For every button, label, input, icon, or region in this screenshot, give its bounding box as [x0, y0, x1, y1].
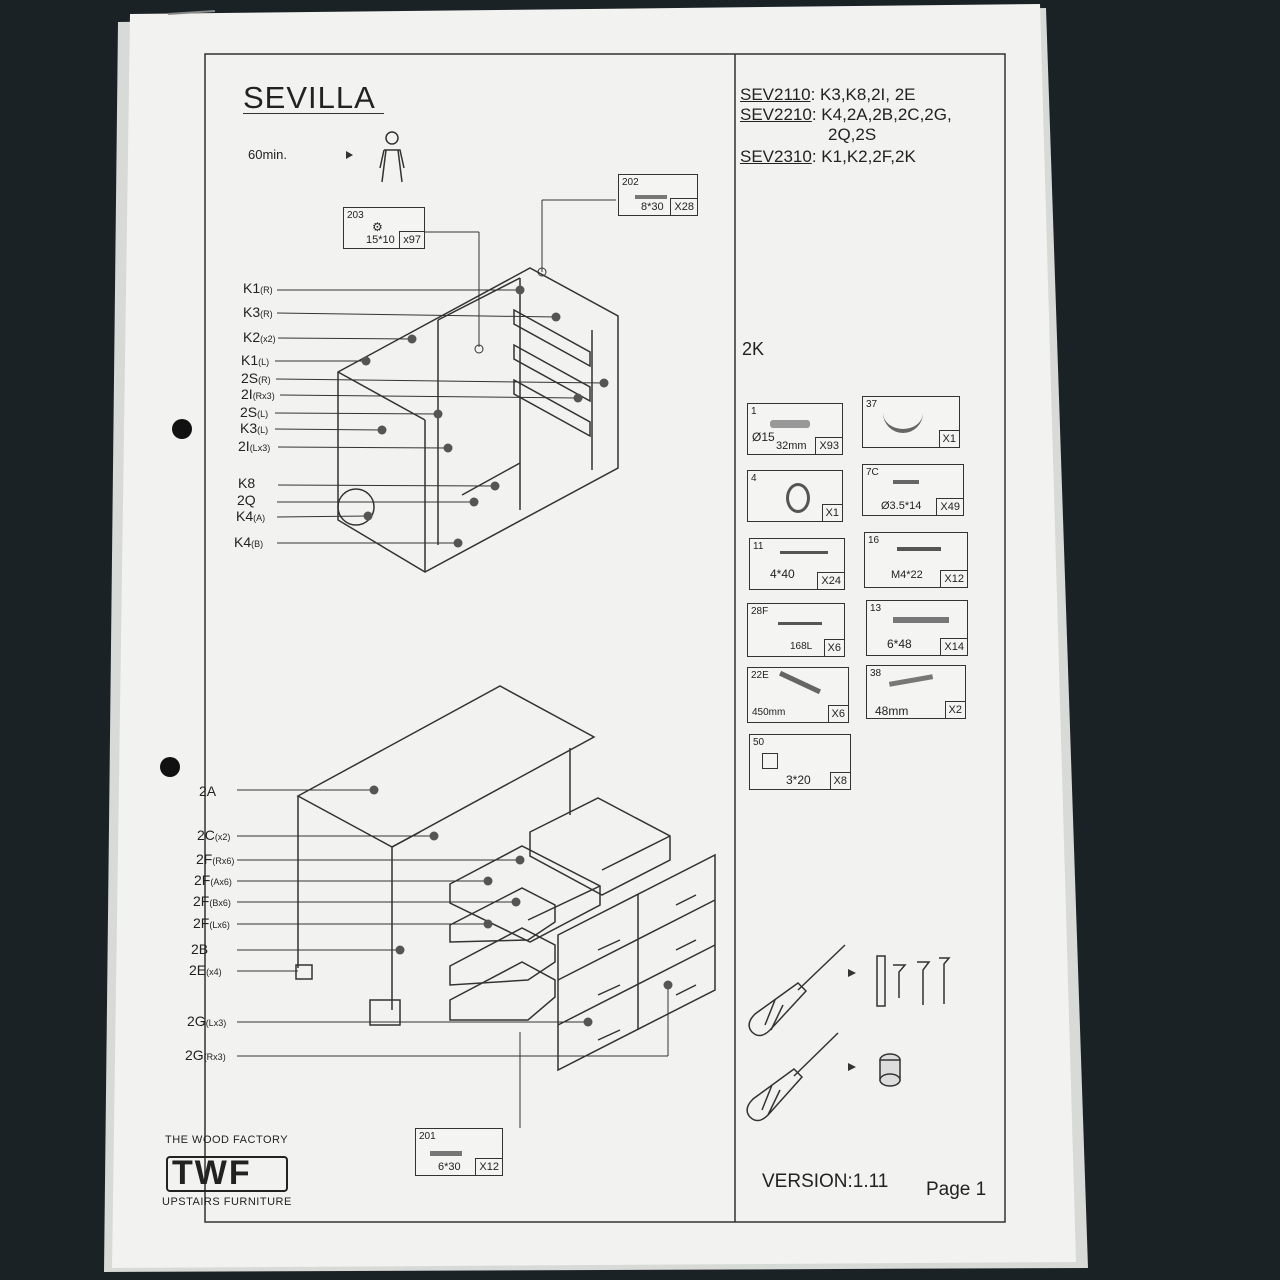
part-label: 2E(x4)	[189, 962, 222, 978]
top-part-dots	[361, 267, 609, 548]
connector-bolt-icon	[888, 674, 934, 687]
hardware-box: 37 X1	[862, 396, 960, 448]
hardware-box: 38 48mm X2	[866, 665, 966, 719]
twf-logo	[166, 1156, 288, 1192]
version-label: VERSION:1.11	[762, 1171, 889, 1192]
hardware-box: 13 6*48 X14	[866, 600, 968, 656]
hardware-box: 50 3*20 X8	[749, 734, 851, 790]
drawer-runner-icon	[779, 670, 821, 695]
hardware-box: 16 M4*22 X12	[864, 532, 968, 588]
hardware-box: 1 Ø15 32mm X93	[747, 403, 843, 455]
person-icon	[379, 131, 405, 183]
part-label: K2(x2)	[243, 329, 276, 345]
part-label: 2I(Lx3)	[238, 438, 271, 454]
part-label: 2G(Lx3)	[187, 1013, 227, 1029]
model-line: SEV2210: K4,2A,2B,2C,2G,	[740, 105, 952, 124]
dowel-icon	[635, 195, 667, 199]
part-label: K4(A)	[236, 508, 266, 524]
hardware-box: 28F 168L X6	[747, 603, 845, 657]
top-leader-lines	[274, 199, 616, 544]
curved-handle-icon	[883, 407, 923, 433]
bar-handle-icon	[778, 622, 822, 625]
punch-hole	[160, 757, 180, 777]
hardware-box: 4 X1	[747, 470, 843, 522]
part-label: K4(B)	[234, 534, 264, 550]
cam-lock-icon: ⚙	[372, 220, 383, 234]
part-label: 2G(Rx3)	[185, 1047, 226, 1063]
panel-label: 2K	[742, 339, 765, 359]
bottom-leader-lines	[237, 789, 669, 1128]
part-label: 2F(Rx6)	[196, 851, 235, 867]
part-label: 2B	[191, 941, 209, 957]
bottom-part-dots	[369, 785, 673, 1027]
model-line-cont: 2Q,2S	[828, 125, 877, 144]
model-line: SEV2110: K3,K8,2I, 2E	[740, 85, 916, 104]
callout-203: 203 ⚙ 15*10 x97	[343, 207, 425, 249]
punch-hole	[172, 419, 192, 439]
page-number: Page 1	[926, 1179, 987, 1200]
bracket-icon	[762, 753, 778, 769]
part-label: 2I(Rx3)	[241, 386, 275, 402]
machine-screw-icon	[897, 547, 941, 551]
part-label: K1(L)	[241, 352, 270, 368]
part-label: K3(L)	[240, 420, 269, 436]
assembly-time: 60min.	[248, 147, 288, 162]
part-label: 2C(x2)	[197, 827, 231, 843]
rubber-ring-icon	[786, 483, 810, 513]
part-label: 2Q	[237, 492, 256, 508]
part-label: K3(R)	[243, 304, 273, 320]
hardware-box: 7C Ø3.5*14 X49	[862, 464, 964, 516]
brand-bottom: UPSTAIRS FURNITURE	[162, 1196, 292, 1208]
cam-lock-icon	[879, 1053, 901, 1087]
part-label: 2S(L)	[240, 404, 269, 420]
hardware-box: 22E 450mm X6	[747, 667, 849, 723]
part-label: 2A	[199, 783, 217, 799]
long-screw-icon	[780, 551, 828, 554]
cam-bolt-icon	[770, 420, 810, 428]
screwdriver-icon	[746, 1032, 839, 1122]
screwdriver-icon	[748, 944, 846, 1037]
part-label: K1(R)	[243, 280, 273, 296]
part-label: 2F(Bx6)	[193, 893, 231, 909]
dowel-icon	[430, 1151, 462, 1156]
screws-group-icon	[876, 955, 951, 1007]
part-label: 2F(Lx6)	[193, 915, 230, 931]
callout-202: 202 8*30 X28	[618, 174, 698, 216]
part-label: K8	[238, 475, 256, 491]
page-title: SEVILLA	[243, 80, 376, 115]
callout-201: 201 6*30 X12	[415, 1128, 503, 1176]
model-line: SEV2310: K1,K2,2F,2K	[740, 147, 916, 166]
hardware-box: 11 4*40 X24	[749, 538, 845, 590]
part-label: 2S(R)	[241, 370, 271, 386]
brand-logo: TWF	[172, 1154, 252, 1192]
bottom-dresser-drawing	[295, 685, 716, 1072]
threaded-bolt-icon	[893, 617, 949, 623]
small-screw-icon	[893, 480, 919, 484]
brand-top: THE WOOD FACTORY	[165, 1134, 289, 1146]
part-label: 2F(Ax6)	[194, 872, 232, 888]
